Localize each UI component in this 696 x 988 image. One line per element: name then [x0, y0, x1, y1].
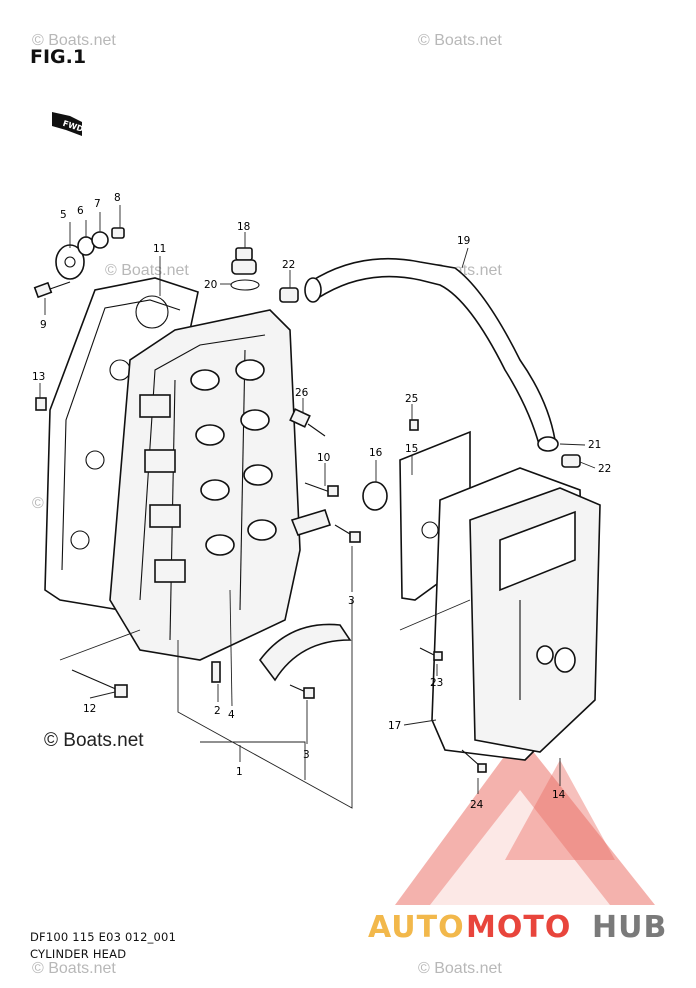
- watermark-bottom-left: © Boats.net: [32, 960, 116, 977]
- callout-14: 14: [552, 789, 566, 801]
- callout-15: 15: [405, 443, 418, 455]
- end-cap-assembly: [55, 227, 125, 280]
- callout-10: 10: [317, 452, 330, 464]
- callout-25: 25: [405, 393, 418, 405]
- diagram-name: CYLINDER HEAD: [30, 947, 127, 961]
- leader-lines: [39, 205, 596, 809]
- callout-13: 13: [32, 371, 45, 383]
- callout-20: 20: [204, 279, 217, 291]
- dowel-pin-13: [35, 397, 47, 411]
- callout-19: 19: [457, 235, 470, 247]
- callout-7: 7: [94, 198, 101, 210]
- cylinder-head-cover: [469, 487, 601, 753]
- brand-auto: AUTO: [368, 910, 465, 945]
- fwd-arrow-icon: FWD: [52, 112, 85, 136]
- hose-clamp-lower: [561, 454, 581, 468]
- brand-moto: MOTO: [466, 910, 571, 945]
- callout-6: 6: [77, 205, 84, 217]
- callout-22-upper: 22: [282, 259, 295, 271]
- callout-labels: 5 6 7 8 9 11 18 20 22 19 21 22 26 10 16 …: [32, 192, 611, 811]
- diagram-code: DF100 115 E03 012_001: [30, 930, 177, 944]
- oil-seal-16: [362, 481, 388, 511]
- bolt-25: [409, 419, 419, 431]
- callout-18: 18: [237, 221, 250, 233]
- dowel-pin-2: [211, 661, 221, 683]
- figure-title: FIG.1: [30, 46, 87, 68]
- cap-bolt-lower-head: [303, 687, 315, 699]
- oil-filler-cap: [230, 247, 260, 291]
- breather-hose: [304, 257, 559, 452]
- temperature-sensor: [289, 408, 326, 437]
- automotohub-logo-mark: [395, 735, 655, 905]
- callout-1: 1: [236, 766, 243, 778]
- callout-4: 4: [228, 709, 235, 721]
- callout-24: 24: [470, 799, 484, 811]
- callout-21: 21: [588, 439, 601, 451]
- callout-11: 11: [153, 243, 166, 255]
- head-bolt-12: [71, 669, 128, 698]
- watermark-main: © Boats.net: [44, 730, 144, 751]
- watermark-mid-left: © Boats.net: [105, 262, 189, 279]
- callout-9: 9: [40, 319, 47, 331]
- brand-hub: HUB: [592, 910, 667, 945]
- callout-22-lower: 22: [598, 463, 611, 475]
- bolt-9: [33, 281, 71, 299]
- camshaft-cap-lower: [258, 623, 352, 682]
- hose-clamp-upper: [279, 287, 299, 303]
- callout-3-upper: 3: [348, 595, 355, 607]
- callout-23: 23: [430, 677, 443, 689]
- cap-bolt-upper-head: [349, 531, 361, 543]
- bolt-24: [461, 749, 481, 767]
- callout-12: 12: [83, 703, 96, 715]
- automotohub-wordmark: AUTO MOTO HUB: [368, 910, 667, 945]
- callout-5: 5: [60, 209, 67, 221]
- cylinder-head-body: [109, 309, 301, 661]
- bolt-10: [304, 482, 339, 497]
- callout-16: 16: [369, 447, 383, 459]
- watermark-top-right: © Boats.net: [418, 32, 502, 49]
- callout-17: 17: [388, 720, 401, 732]
- callout-3-lower: 3: [303, 749, 310, 761]
- camshaft-cap-upper: [290, 509, 332, 536]
- callout-26: 26: [295, 387, 309, 399]
- callout-2: 2: [214, 705, 221, 717]
- watermark-top-left: © Boats.net: [32, 32, 116, 49]
- watermark-bottom-right: © Boats.net: [418, 960, 502, 977]
- callout-8: 8: [114, 192, 121, 204]
